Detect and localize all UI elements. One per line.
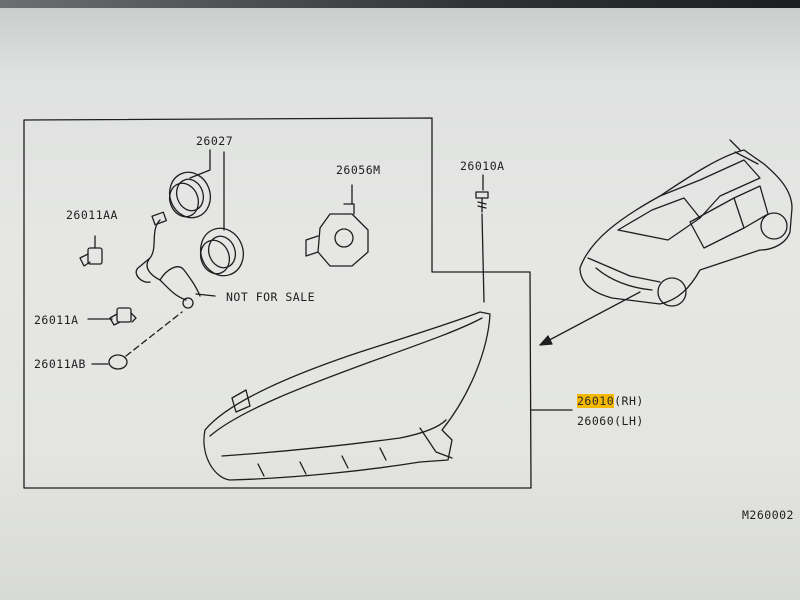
figure-code: M260002	[742, 508, 794, 522]
cap-26027-lower	[199, 227, 245, 277]
label-26027: 26027	[196, 134, 234, 148]
leader-26027	[189, 149, 225, 231]
group-frame	[23, 117, 532, 489]
label-26011AB: 26011AB	[34, 357, 86, 371]
screw-26010A	[475, 174, 489, 303]
label-26010A: 26010A	[460, 159, 505, 173]
label-26011A: 26011A	[34, 313, 79, 327]
monitor-bezel	[0, 0, 800, 8]
label-not-for-sale: NOT FOR SALE	[226, 290, 316, 304]
leveling-motor-26056M	[305, 184, 369, 267]
bulb-26011AB	[108, 354, 128, 370]
bulb-26011AA	[79, 235, 103, 267]
headlamp-assembly	[203, 311, 491, 481]
cap-26027-upper	[168, 171, 212, 219]
harness	[135, 219, 201, 301]
location-arrow	[539, 291, 641, 346]
vehicle-silhouette	[579, 139, 793, 307]
rh-suffix: (RH)	[614, 394, 644, 408]
label-assembly-lh[interactable]: 26060(LH)	[577, 414, 644, 428]
harness-grommet	[182, 297, 194, 309]
highlighted-part-number[interactable]: 26010	[577, 394, 615, 408]
bulb-26011A	[109, 307, 137, 326]
dashed-leader-ab	[125, 311, 183, 357]
label-26056M: 26056M	[336, 163, 381, 177]
harness-connector	[151, 211, 167, 226]
leader-26010A	[481, 174, 485, 303]
label-26011AA: 26011AA	[66, 208, 118, 222]
label-assembly-rh[interactable]: 26010(RH)	[577, 394, 644, 408]
